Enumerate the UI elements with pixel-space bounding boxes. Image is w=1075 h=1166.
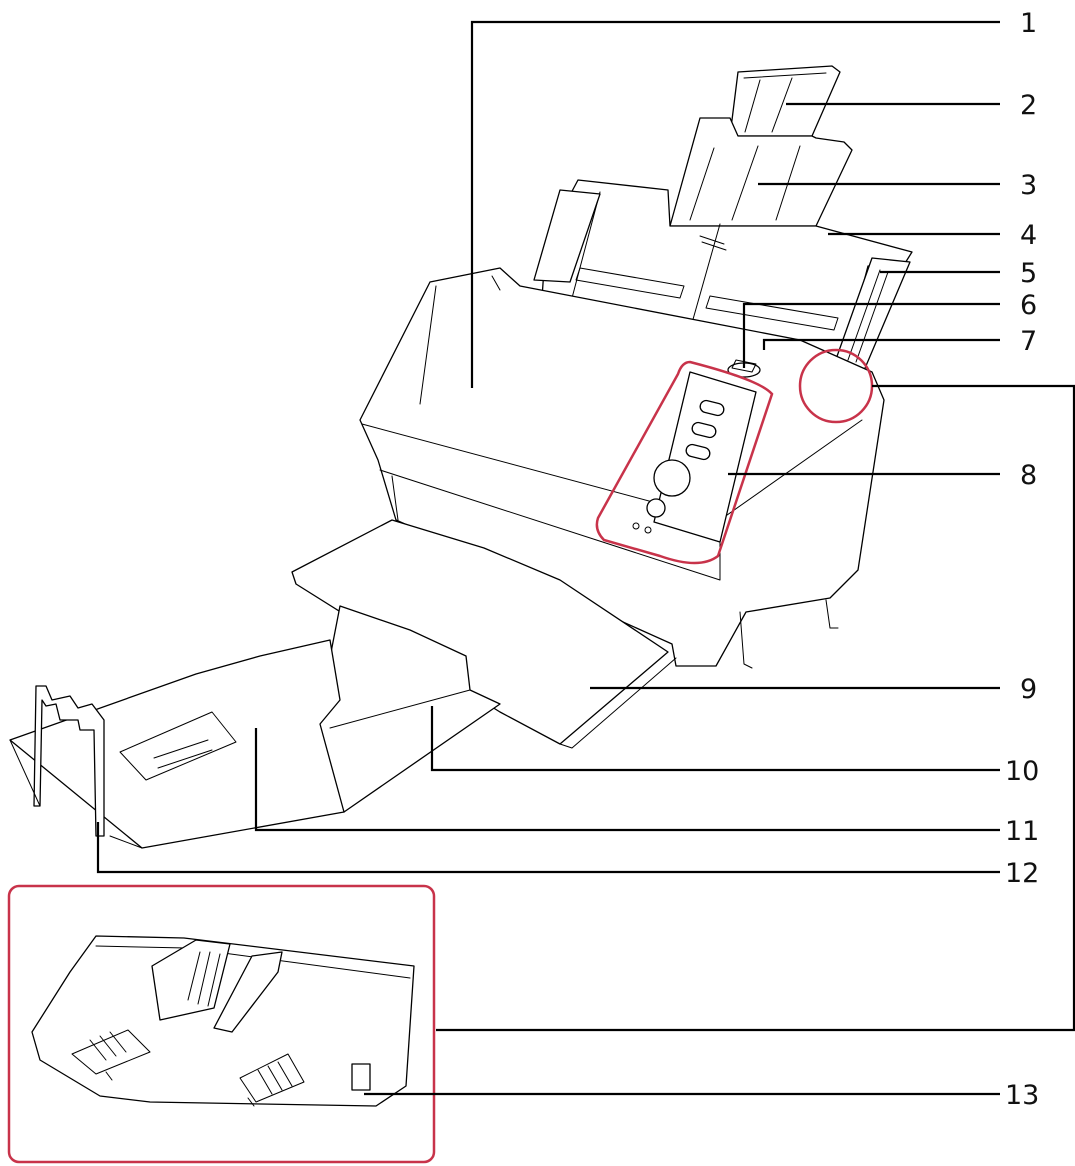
callout-7: 7	[1020, 326, 1037, 357]
operator-panel	[632, 371, 757, 543]
callout-2: 2	[1020, 90, 1037, 121]
callout-6: 6	[1020, 290, 1037, 321]
callout-13: 13	[1005, 1080, 1039, 1111]
leader-inset-connector	[436, 384, 1075, 1032]
callout-9: 9	[1020, 674, 1037, 705]
adf-release-tab	[731, 359, 757, 373]
chute-extension-1	[669, 117, 853, 227]
stopper	[9, 685, 143, 849]
callout-12: 12	[1005, 858, 1039, 889]
leader-11	[254, 728, 1000, 832]
callout-11: 11	[1005, 816, 1039, 847]
stacker-extension-2	[9, 639, 345, 849]
callout-5: 5	[1020, 258, 1037, 289]
inset-paper-chute-illustration	[31, 935, 415, 1107]
callout-4: 4	[1020, 220, 1037, 251]
callout-numbers: 1 2 3 4 5 6 7 8 9 10 11 12 13	[1005, 8, 1039, 1111]
inset-lever-shape	[351, 1063, 371, 1091]
callout-3: 3	[1020, 170, 1037, 201]
leader-lines	[96, 20, 1075, 1096]
operator-panel-highlight	[595, 360, 774, 565]
leader-7	[762, 338, 1000, 350]
leader-1	[470, 20, 1000, 388]
chute-extension-2	[729, 65, 841, 137]
callout-10: 10	[1005, 756, 1039, 787]
leader-12	[96, 822, 1000, 874]
callout-1: 1	[1020, 8, 1037, 39]
callout-8: 8	[1020, 460, 1037, 491]
leader-10	[430, 706, 1000, 772]
leader-6	[742, 302, 1000, 368]
inset-frame	[7, 884, 436, 1164]
scanner-illustration	[9, 65, 913, 849]
